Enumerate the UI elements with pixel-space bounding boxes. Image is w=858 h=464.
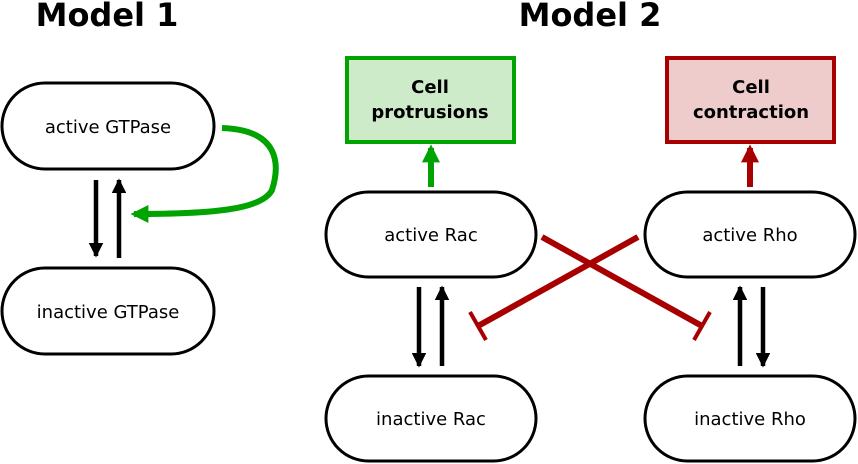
model1-inactive-label: inactive GTPase xyxy=(37,302,180,323)
model1-active-node: active GTPase xyxy=(0,81,216,171)
active-rho-label: active Rho xyxy=(702,225,797,246)
inactive-rac-label: inactive Rac xyxy=(376,409,486,430)
inactive-rho-node: inactive Rho xyxy=(643,374,857,463)
model1-feedback-arrow xyxy=(130,125,279,223)
active-rac-node: active Rac xyxy=(324,190,538,279)
model1-title: Model 1 xyxy=(36,0,179,34)
rho-inhibits-rac-activation xyxy=(468,234,640,341)
cell-protrusions-box: Cell protrusions xyxy=(345,56,516,144)
active-rho-node: active Rho xyxy=(643,190,857,279)
model1-inactive-node: inactive GTPase xyxy=(0,266,216,356)
cell-contraction-box: Cell contraction xyxy=(665,56,836,144)
model1-active-label: active GTPase xyxy=(45,117,171,138)
inactive-rho-label: inactive Rho xyxy=(694,409,806,430)
model2-title: Model 2 xyxy=(519,0,662,34)
cell-protrusions-line2: protrusions xyxy=(371,102,488,123)
cell-protrusions-line1: Cell xyxy=(411,77,449,98)
cell-contraction-line2: contraction xyxy=(693,102,809,123)
cell-contraction-line1: Cell xyxy=(732,77,770,98)
rac-inhibits-rho-activation xyxy=(540,234,712,341)
active-rac-label: active Rac xyxy=(384,225,477,246)
inactive-rac-node: inactive Rac xyxy=(324,374,538,463)
